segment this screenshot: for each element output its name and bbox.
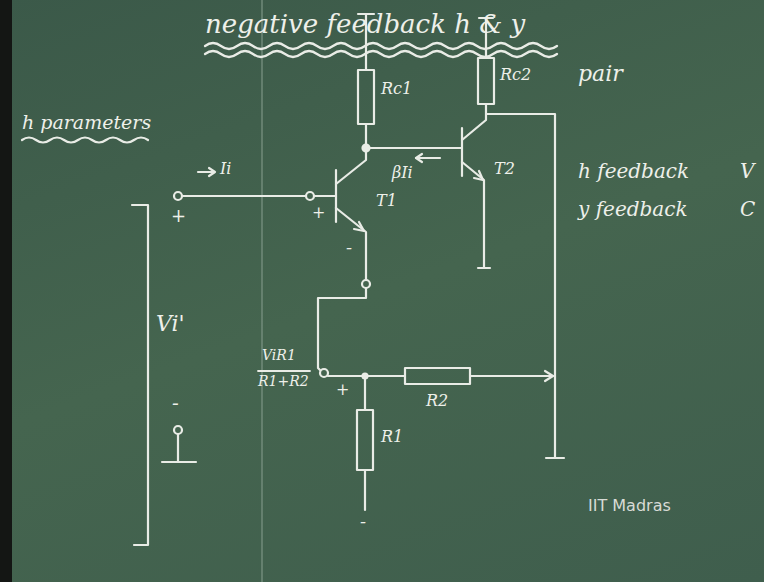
- board-note: h parameters: [22, 112, 151, 133]
- voltage-label: Vi': [156, 312, 185, 336]
- polarity-sign: +: [312, 204, 325, 222]
- fraction-part: ViR1: [262, 348, 296, 363]
- polarity-sign: -: [172, 392, 179, 414]
- board-note: C: [740, 198, 755, 220]
- watermark: IIT Madras: [588, 497, 671, 515]
- board-note: V: [740, 160, 754, 182]
- polarity-sign: -: [346, 238, 352, 258]
- current-label: Ii: [220, 160, 231, 178]
- board-note: y feedback: [578, 198, 688, 220]
- board-title: negative feedback h & y: [205, 10, 525, 39]
- polarity-sign: +: [171, 206, 186, 226]
- polarity-sign: +: [336, 381, 349, 399]
- fraction-part: R1+R2: [258, 374, 309, 389]
- transistor-label: T1: [376, 192, 397, 210]
- resistor-label: R1: [381, 428, 403, 446]
- resistor-label: Rc2: [500, 66, 531, 84]
- resistor-label: Rc1: [381, 80, 412, 98]
- resistor-label: R2: [426, 392, 448, 410]
- transistor-label: T2: [494, 160, 515, 178]
- polarity-sign: -: [360, 512, 366, 532]
- current-label: βIi: [392, 164, 413, 182]
- board-note: h feedback: [578, 160, 689, 182]
- board-note: pair: [578, 62, 623, 86]
